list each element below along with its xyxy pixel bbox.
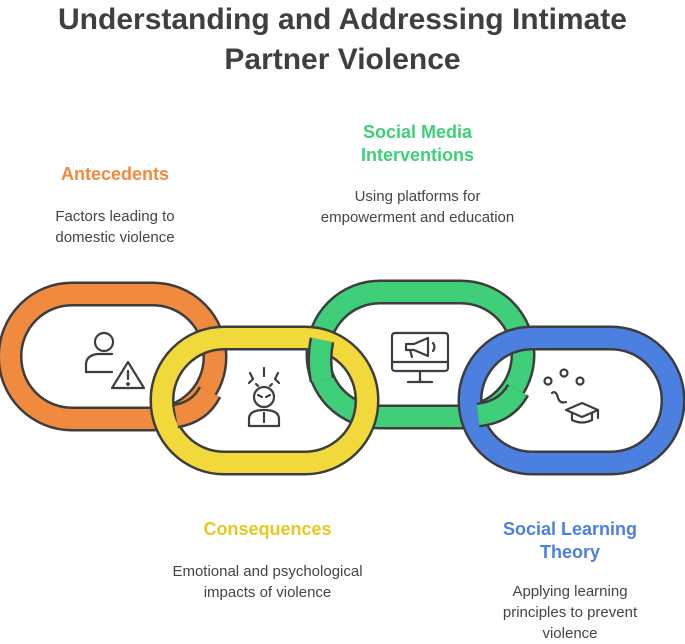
- monitor-megaphone-icon: [390, 331, 450, 384]
- title-line-2: Partner Violence: [224, 43, 461, 76]
- social-learning-label: Social Learning Theory: [502, 519, 638, 562]
- antecedents-label: Antecedents: [60, 164, 170, 184]
- person-warning-icon: [84, 331, 146, 390]
- diagram-title: Understanding and Addressing Intimate Pa…: [0, 0, 685, 80]
- antecedents-link: [0, 281, 228, 432]
- social-learning-description: Applying learning principles to prevent …: [502, 583, 638, 642]
- consequences-description: Emotional and psychological impacts of v…: [172, 563, 363, 601]
- social-media-description: Using platforms for empowerment and educ…: [320, 188, 515, 226]
- title-line-1: Understanding and Addressing Intimate: [58, 3, 627, 36]
- antecedents-description: Factors leading to domestic violence: [55, 208, 175, 246]
- stressed-person-icon: [247, 366, 281, 428]
- consequences-link: [149, 325, 380, 476]
- social-media-label: Social Media Interventions: [360, 122, 475, 165]
- learning-graduation-cap-icon: [543, 368, 600, 424]
- social-learning-link: [457, 325, 685, 476]
- consequences-label: Consequences: [203, 519, 332, 539]
- antecedents-link-overlap: [173, 385, 222, 429]
- social-media-link-overlap-2: [476, 383, 529, 428]
- social-media-link-overlap: [307, 337, 335, 383]
